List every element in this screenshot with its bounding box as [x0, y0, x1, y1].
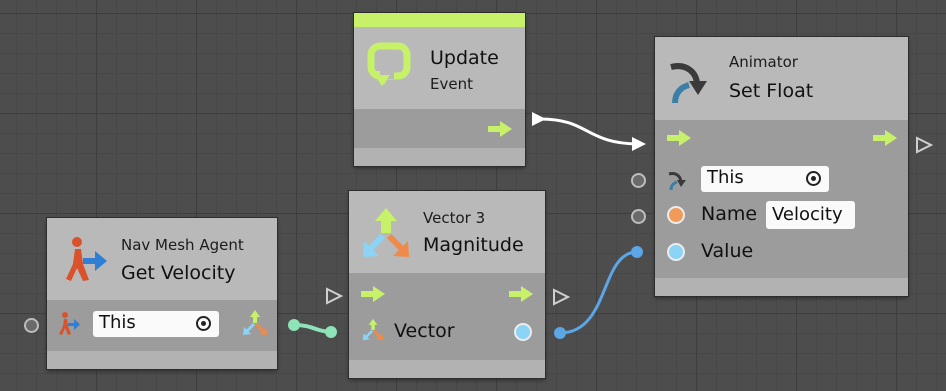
flow-input-arrow-icon[interactable]: [667, 130, 691, 146]
node-body: Vector: [349, 273, 545, 360]
node-category: Nav Mesh Agent: [121, 236, 244, 254]
flow-input-arrow-icon[interactable]: [361, 286, 385, 302]
name-input-port[interactable]: [631, 209, 646, 224]
animator-icon: [670, 63, 707, 104]
target-value: This: [707, 167, 744, 188]
flow-output-arrow-icon[interactable]: [509, 286, 533, 302]
flow-wire[interactable]: [539, 117, 641, 146]
node-category: Vector 3: [423, 209, 486, 227]
flow-output-arrow-icon[interactable]: [873, 130, 897, 146]
target-value: This: [99, 312, 136, 333]
navmesh-agent-small-icon: [59, 312, 80, 335]
node-footer: [349, 360, 545, 378]
float-wire[interactable]: [559, 250, 638, 335]
flow-output-port-icon[interactable]: [325, 287, 343, 305]
vector3-icon: [363, 208, 409, 257]
node-header: Animator Set Float: [655, 37, 908, 120]
node-body: [354, 109, 525, 148]
target-picker-icon[interactable]: [806, 171, 821, 186]
target-input-port[interactable]: [631, 173, 646, 188]
navmesh-agent-icon: [66, 237, 107, 281]
target-field[interactable]: This: [701, 166, 829, 192]
node-header: Update Event: [354, 27, 525, 109]
vector-wire-start: [288, 319, 300, 331]
node-subtitle: Event: [430, 75, 473, 93]
node-footer: [354, 148, 525, 166]
node-body: This: [47, 300, 277, 351]
flow-output-port-icon[interactable]: [915, 136, 933, 154]
target-input-port[interactable]: [24, 318, 39, 333]
node-title: Magnitude: [423, 234, 524, 256]
node-body: This Name Velocity Value: [655, 120, 908, 278]
vector-input-label: Vector: [394, 320, 455, 342]
target-picker-icon[interactable]: [196, 316, 211, 331]
name-port-dot[interactable]: [667, 206, 685, 224]
name-value: Velocity: [772, 204, 843, 225]
float-output-port-dot[interactable]: [514, 323, 532, 341]
name-label: Name: [701, 203, 758, 225]
update-event-icon: [367, 42, 411, 86]
vector-wire-end: [325, 326, 337, 338]
flow-output-arrow-icon[interactable]: [488, 121, 512, 137]
flow-wire-start-arrow: [532, 112, 546, 126]
node-title: Update: [430, 47, 499, 69]
node-header: Vector 3 Magnitude: [349, 191, 545, 273]
animator-small-icon: [668, 172, 686, 191]
vector3-output-icon[interactable]: [241, 309, 269, 337]
target-field[interactable]: This: [93, 311, 219, 337]
navmesh-get-velocity-node[interactable]: Nav Mesh Agent Get Velocity This: [47, 218, 277, 369]
float-wire-start: [554, 327, 566, 339]
node-title: Set Float: [729, 80, 814, 102]
animator-set-float-node[interactable]: Animator Set Float This Name Velocity V: [655, 37, 908, 296]
event-accent-bar: [354, 13, 525, 27]
node-title: Get Velocity: [121, 262, 236, 284]
node-footer: [47, 351, 277, 369]
node-footer: [655, 278, 908, 296]
flow-wire-end-arrow: [632, 137, 646, 151]
flow-output-port-icon[interactable]: [552, 288, 570, 306]
value-label: Value: [701, 240, 754, 262]
value-port-dot[interactable]: [667, 243, 685, 261]
name-field[interactable]: Velocity: [766, 201, 855, 229]
float-wire-end: [631, 246, 643, 258]
vector3-small-icon: [362, 318, 384, 341]
vector3-magnitude-node[interactable]: Vector 3 Magnitude Vector: [349, 191, 545, 378]
update-event-node[interactable]: Update Event: [354, 13, 525, 166]
node-header: Nav Mesh Agent Get Velocity: [47, 218, 277, 300]
node-category: Animator: [729, 53, 798, 71]
